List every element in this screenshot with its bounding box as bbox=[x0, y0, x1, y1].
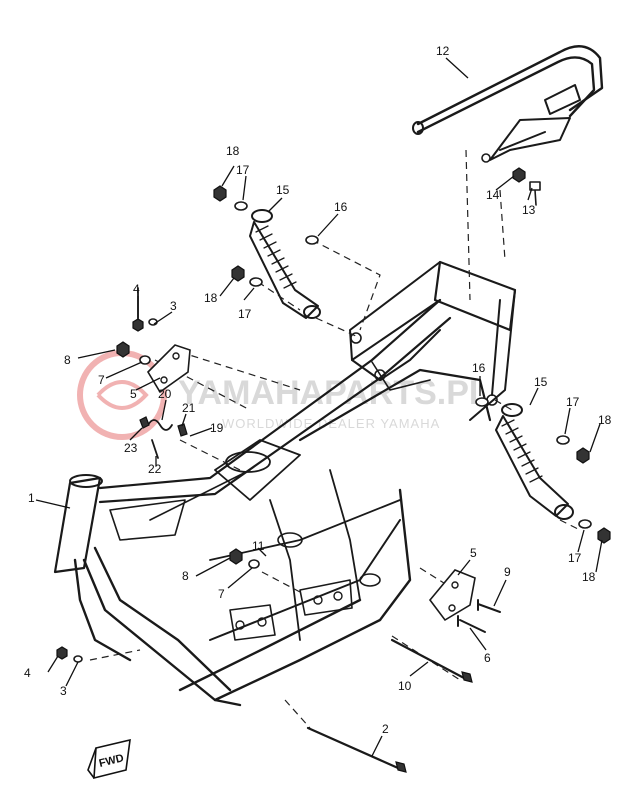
nut-18-d bbox=[597, 527, 611, 544]
washer-7-b bbox=[248, 559, 260, 569]
callout-numbers: 1 2 3 3 4 4 5 5 6 7 7 8 8 9 10 11 12 13 … bbox=[24, 44, 612, 736]
callout-7-lower: 7 bbox=[218, 587, 225, 601]
callout-9: 9 bbox=[504, 565, 511, 579]
callout-17-middle: 17 bbox=[238, 307, 252, 321]
assembly-lines bbox=[89, 149, 581, 729]
pin-22 bbox=[151, 439, 159, 459]
callout-22: 22 bbox=[148, 462, 162, 476]
callout-15-left: 15 bbox=[276, 183, 290, 197]
bolt-10 bbox=[390, 638, 466, 680]
part-23 bbox=[139, 416, 150, 429]
callout-4-upper: 4 bbox=[133, 282, 140, 296]
callout-6: 6 bbox=[484, 651, 491, 665]
watermark: YAMAHAPARTS.PL WORLDWIDE DEALER YAMAHA bbox=[77, 350, 490, 440]
washer-17-a bbox=[234, 201, 248, 211]
callout-5-right: 5 bbox=[470, 546, 477, 560]
washer-17-d bbox=[578, 519, 592, 529]
nut-8-b bbox=[229, 548, 243, 565]
callout-12: 12 bbox=[436, 44, 450, 58]
callout-18-lower: 18 bbox=[582, 570, 596, 584]
nut-18-c bbox=[576, 447, 590, 464]
fwd-label: FWD bbox=[98, 752, 125, 770]
callout-13: 13 bbox=[522, 203, 536, 217]
callout-2: 2 bbox=[382, 722, 389, 736]
callout-3-upper: 3 bbox=[170, 299, 177, 313]
nut-4-b bbox=[56, 646, 68, 660]
callout-23: 23 bbox=[124, 441, 138, 455]
bolt-6 bbox=[457, 615, 486, 633]
washer-3-b bbox=[73, 655, 83, 663]
callout-10: 10 bbox=[398, 679, 412, 693]
washer-7-a bbox=[139, 355, 151, 365]
callout-16-right: 16 bbox=[472, 361, 486, 375]
washer-16-a bbox=[305, 235, 319, 245]
callout-4-lower: 4 bbox=[24, 666, 31, 680]
spring-20 bbox=[147, 419, 173, 431]
leader-lines bbox=[35, 57, 603, 757]
main-frame bbox=[53, 260, 517, 707]
watermark-brand: YAMAHAPARTS.PL bbox=[178, 374, 490, 412]
forward-direction-indicator: FWD bbox=[87, 738, 131, 780]
bolt-14 bbox=[512, 167, 526, 183]
callout-5-left: 5 bbox=[130, 387, 137, 401]
callout-17-right: 17 bbox=[566, 395, 580, 409]
callout-15-right: 15 bbox=[534, 375, 548, 389]
nut-18-b bbox=[231, 265, 245, 282]
callout-19: 19 bbox=[210, 421, 224, 435]
callout-17-upper: 17 bbox=[236, 163, 250, 177]
callout-18-upper: 18 bbox=[226, 144, 240, 158]
bolt-2-head bbox=[395, 761, 407, 773]
watermark-logo bbox=[77, 350, 167, 440]
watermark-logo-mark bbox=[96, 380, 149, 410]
bolt-9 bbox=[477, 599, 501, 613]
washer-17-b bbox=[249, 277, 263, 287]
callout-7-upper: 7 bbox=[98, 373, 105, 387]
washer-3-a bbox=[148, 318, 158, 326]
hardware bbox=[56, 167, 611, 773]
callout-8-upper: 8 bbox=[64, 353, 71, 367]
callout-11: 11 bbox=[252, 539, 265, 553]
callout-21: 21 bbox=[182, 401, 196, 415]
bolt-13 bbox=[529, 181, 541, 206]
bolt-4-a bbox=[132, 318, 144, 332]
washer-16-b bbox=[475, 397, 489, 407]
callout-1: 1 bbox=[28, 491, 35, 505]
bolt-10-head bbox=[461, 671, 473, 683]
washer-17-c bbox=[556, 435, 570, 445]
nut-18-a bbox=[213, 185, 227, 202]
grab-rail bbox=[412, 45, 604, 163]
bolt-2 bbox=[306, 726, 400, 770]
callout-17-lower: 17 bbox=[568, 551, 582, 565]
callout-18-right: 18 bbox=[598, 413, 612, 427]
rear-shock-left bbox=[249, 209, 321, 319]
callout-20: 20 bbox=[158, 387, 172, 401]
callout-3-lower: 3 bbox=[60, 684, 67, 698]
callout-16-left: 16 bbox=[334, 200, 348, 214]
watermark-tagline: WORLDWIDE DEALER YAMAHA bbox=[222, 416, 440, 431]
callout-18-middle: 18 bbox=[204, 291, 218, 305]
nut-8-a bbox=[116, 341, 130, 358]
rear-shock-right bbox=[495, 403, 574, 520]
callout-14: 14 bbox=[486, 188, 500, 202]
callout-8-lower: 8 bbox=[182, 569, 189, 583]
bracket-5-b bbox=[428, 569, 476, 622]
